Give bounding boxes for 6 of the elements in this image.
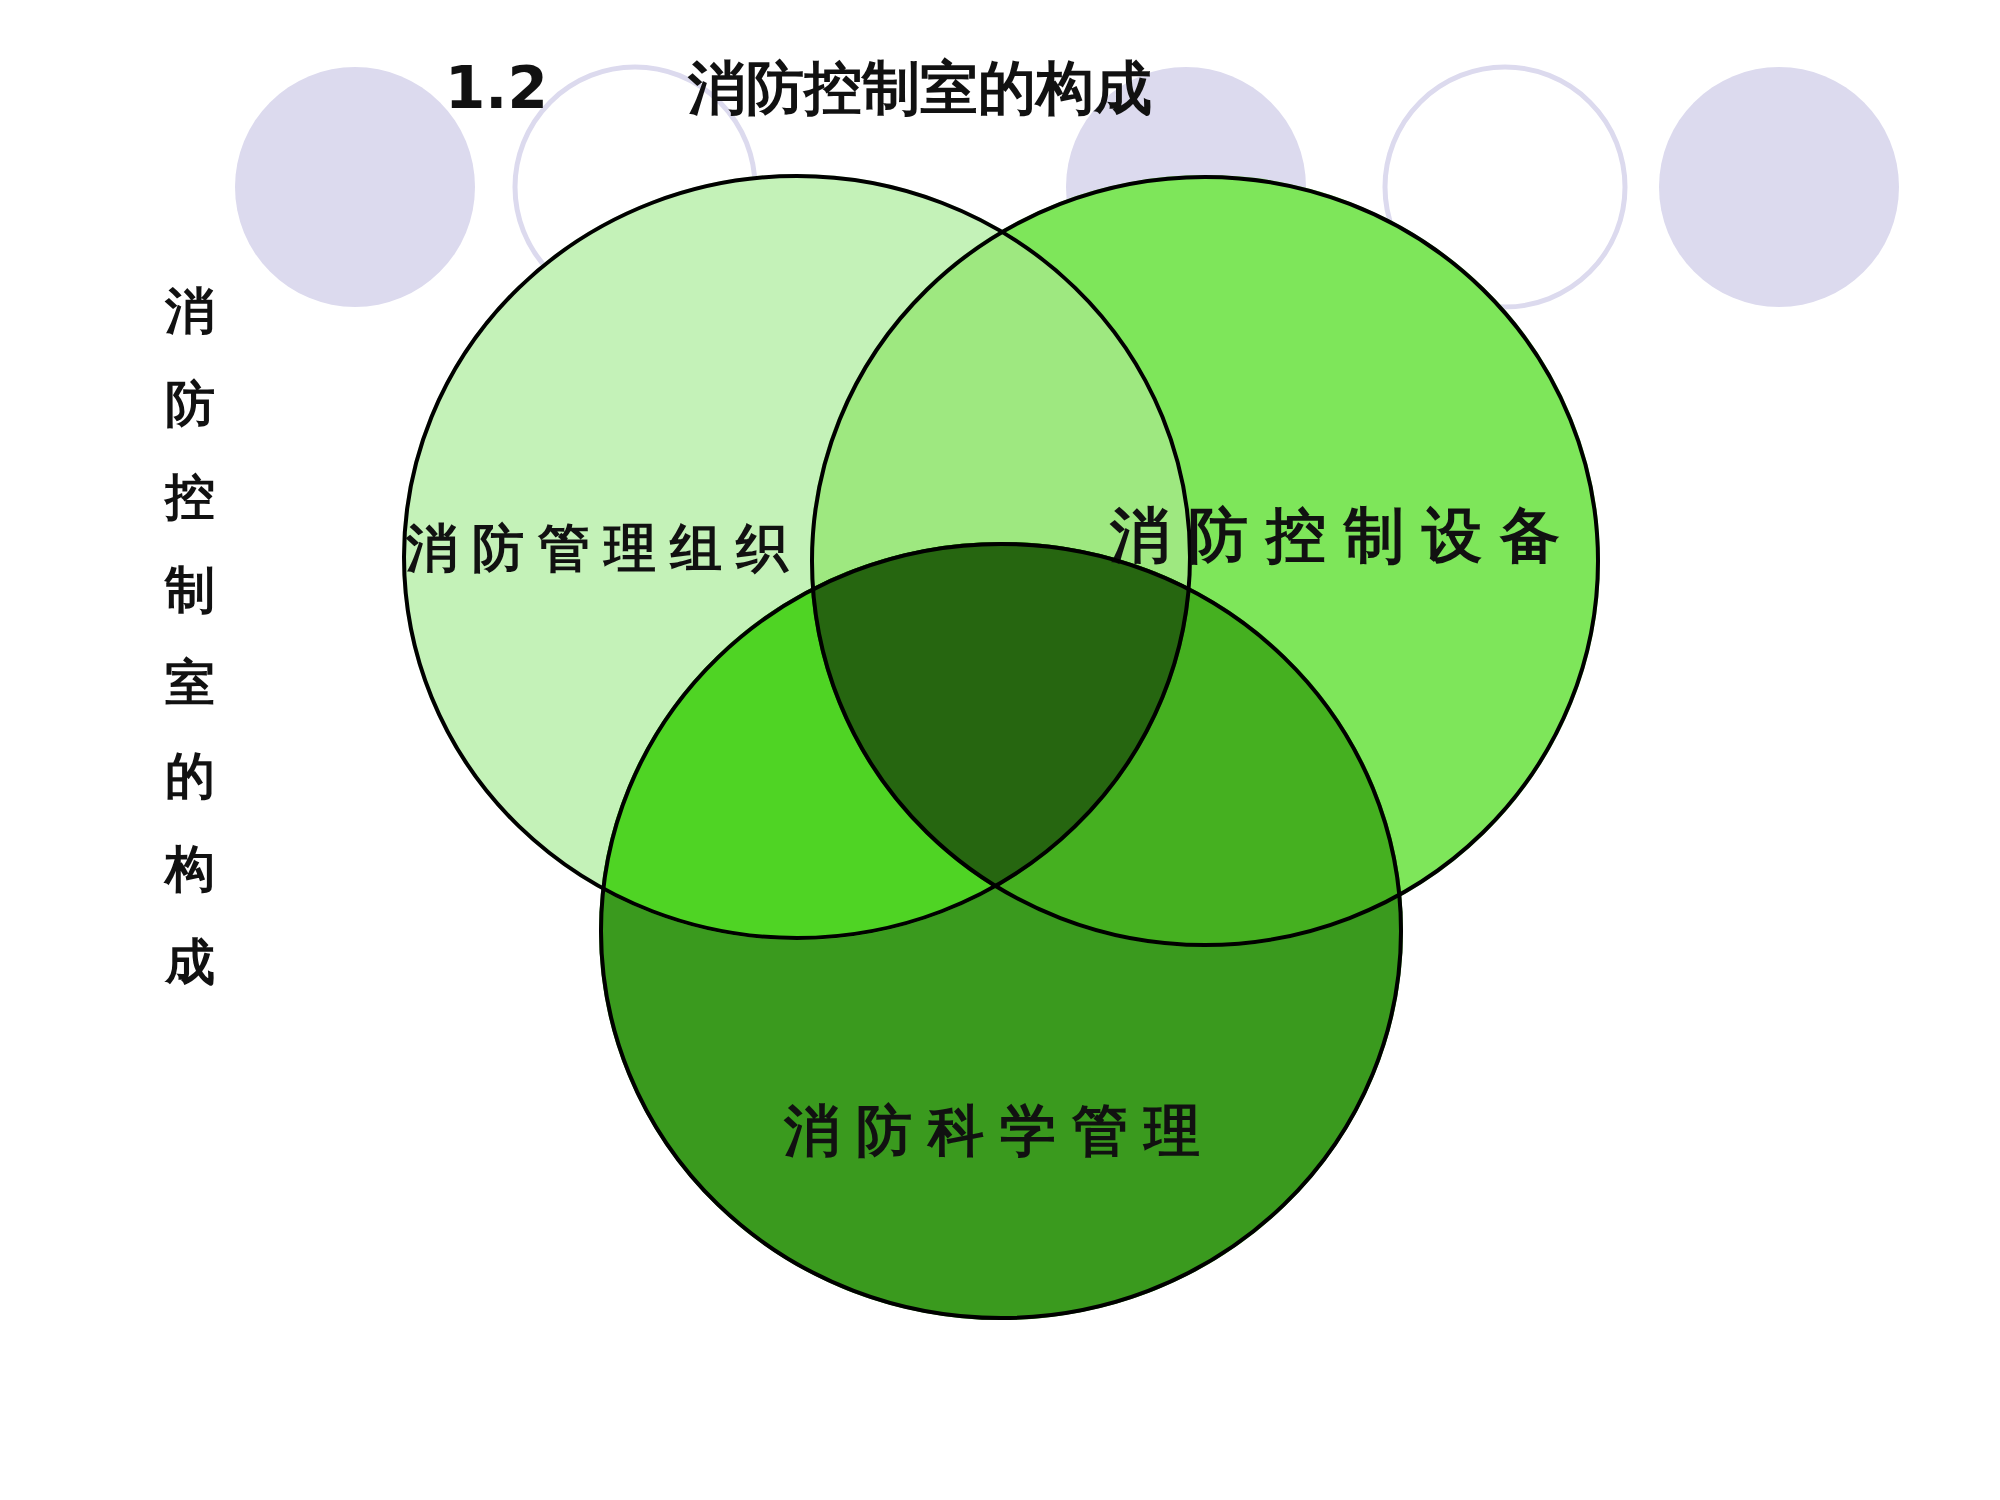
venn-circle xyxy=(402,174,1192,940)
slide-title: 1.2 消防控制室的构成 xyxy=(445,53,1152,124)
circle-label: 消防科学管理 xyxy=(784,1103,1216,1159)
circle-label: 消防管理组织 xyxy=(406,522,802,574)
vertical-heading: 消防控制室的构成 xyxy=(165,281,216,993)
venn-circle xyxy=(810,175,1600,947)
